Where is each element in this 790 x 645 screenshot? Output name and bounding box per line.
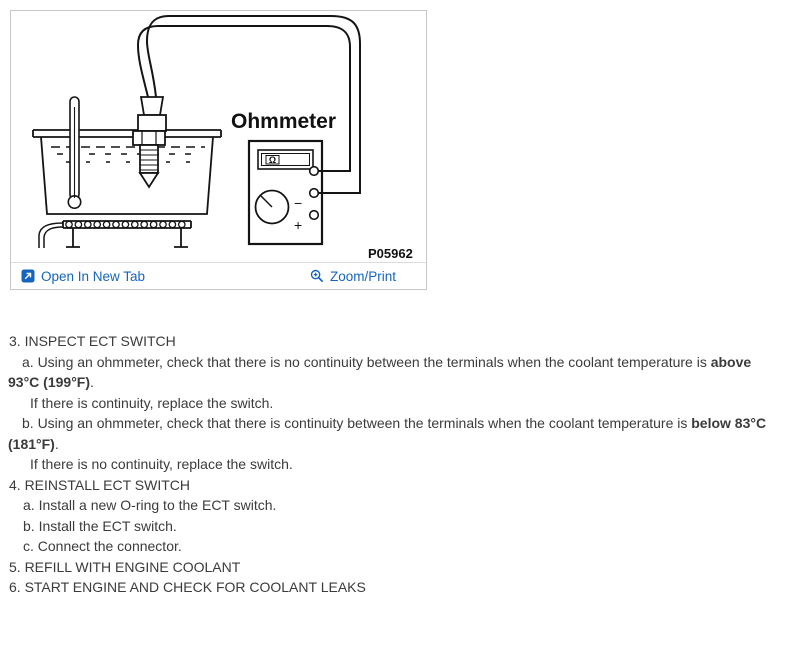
step-text: 4. REINSTALL ECT SWITCH xyxy=(9,476,190,493)
zoom-print-label: Zoom/Print xyxy=(329,268,396,284)
ect-switch-thread xyxy=(139,144,159,174)
figure-panel: Ω − + Ohmmeter P05962 Open In New Tab Zo… xyxy=(10,10,427,290)
step-line: 4. REINSTALL ECT SWITCH xyxy=(0,475,776,496)
ect-switch-boot xyxy=(139,96,165,116)
burner-holes xyxy=(65,220,186,229)
ect-switch-hex xyxy=(132,130,166,146)
open-in-new-tab-icon xyxy=(21,269,35,283)
tank-body xyxy=(40,136,214,215)
ohmmeter-dial xyxy=(254,189,290,225)
ect-switch-thread-lines xyxy=(140,149,158,171)
step-text: a. Using an ohmmeter, check that there i… xyxy=(22,353,711,370)
figure-toolbar: Open In New Tab Zoom/Print xyxy=(11,262,426,289)
figure-part-number: P05962 xyxy=(368,246,413,261)
step-text: 3. INSPECT ECT SWITCH xyxy=(9,333,176,349)
ohmmeter-terminal xyxy=(308,165,320,177)
ohmmeter-display-inner xyxy=(261,153,310,166)
ect-switch-tip xyxy=(138,172,160,189)
step-text: 6. START ENGINE AND CHECK FOR COOLANT LE… xyxy=(9,579,366,595)
procedure-steps: 3. INSPECT ECT SWITCH a. Using an ohmmete… xyxy=(0,331,790,598)
open-in-new-tab-label: Open In New Tab xyxy=(41,268,146,284)
step-line: If there is continuity, replace the swit… xyxy=(0,393,776,414)
test-lead-wire xyxy=(145,15,361,194)
ect-switch-hex-facets xyxy=(141,131,157,145)
tank-rim xyxy=(32,129,222,138)
zoom-print-link[interactable]: Zoom/Print xyxy=(310,269,396,284)
plus-label: + xyxy=(294,217,302,233)
ohmmeter-terminal xyxy=(308,187,320,199)
step-text: b. Using an ohmmeter, check that there i… xyxy=(22,415,692,431)
ect-switch-test-diagram: Ω − + Ohmmeter P05962 xyxy=(32,15,413,261)
step-line: 5. REFILL WITH ENGINE COOLANT xyxy=(0,557,776,578)
step-text-bold: above 93°C (199°F) xyxy=(8,353,752,391)
ohmmeter-omega-box xyxy=(265,155,280,165)
step-text: . xyxy=(54,435,59,452)
burner-legs xyxy=(66,228,188,248)
step-line: b. Using an ohmmeter, check that there i… xyxy=(0,413,776,454)
step-text-bold: below 83°C (181°F) xyxy=(8,415,767,452)
step-text: a. Install a new O-ring to the ECT switc… xyxy=(23,497,277,513)
step-text: c. Connect the connector. xyxy=(23,538,182,554)
omega-symbol: Ω xyxy=(269,155,276,165)
ohmmeter-label: Ohmmeter xyxy=(231,110,336,133)
ohmmeter-needle xyxy=(260,195,273,208)
step-text: . xyxy=(90,374,94,390)
step-line: a. Install a new O-ring to the ECT switc… xyxy=(0,495,776,516)
burner-gas-pipe xyxy=(38,222,64,248)
step-text: 5. REFILL WITH ENGINE COOLANT xyxy=(9,558,241,575)
test-lead-wire xyxy=(136,25,351,172)
minus-label: − xyxy=(294,195,302,211)
step-line: 3. INSPECT ECT SWITCH xyxy=(0,331,776,352)
step-text: If there is continuity, replace the swit… xyxy=(30,394,274,411)
step-line: If there is no continuity, replace the s… xyxy=(0,454,776,475)
ohmmeter-terminal xyxy=(308,209,320,221)
step-line: b. Install the ECT switch. xyxy=(0,516,776,537)
ect-switch-body xyxy=(137,114,167,132)
zoom-icon xyxy=(310,269,324,283)
open-in-new-tab-link[interactable]: Open In New Tab xyxy=(21,269,145,284)
step-line: 6. START ENGINE AND CHECK FOR COOLANT LE… xyxy=(0,577,776,598)
step-line: a. Using an ohmmeter, check that there i… xyxy=(0,352,776,393)
step-text: If there is no continuity, replace the s… xyxy=(30,456,293,472)
step-text: b. Install the ECT switch. xyxy=(23,517,177,534)
step-line: c. Connect the connector. xyxy=(0,536,776,557)
